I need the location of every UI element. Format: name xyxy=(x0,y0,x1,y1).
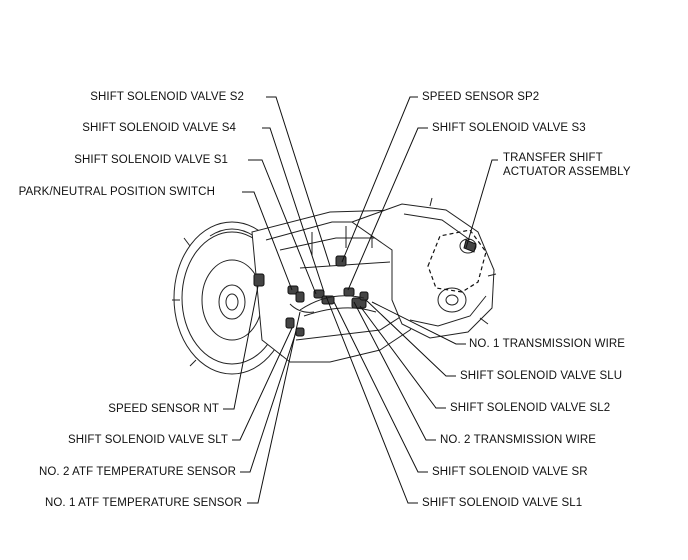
valve-body-components xyxy=(253,255,377,337)
label-speed-sensor-nt: SPEED SENSOR NT xyxy=(108,403,219,415)
leader-nt xyxy=(223,285,259,410)
transfer-case xyxy=(350,197,497,339)
label-shift-solenoid-valve-sl1: SHIFT SOLENOID VALVE SL1 xyxy=(422,497,583,509)
leader-transfer xyxy=(465,159,498,249)
leader-sl2 xyxy=(359,305,446,409)
leader-s1 xyxy=(248,159,317,295)
leader-atf2 xyxy=(240,331,297,473)
label-shift-solenoid-valve-sr: SHIFT SOLENOID VALVE SR xyxy=(432,466,588,478)
leader-wire1 xyxy=(371,301,466,345)
leader-s3 xyxy=(347,127,428,291)
label-shift-solenoid-valve-s4: SHIFT SOLENOID VALVE S4 xyxy=(82,122,236,134)
leader-wire2 xyxy=(353,301,436,441)
label-no2-atf-temperature-sensor: NO. 2 ATF TEMPERATURE SENSOR xyxy=(38,466,236,478)
leader-s4 xyxy=(262,127,325,293)
label-no2-transmission-wire: NO. 2 TRANSMISSION WIRE xyxy=(440,434,597,446)
label-shift-solenoid-valve-s2: SHIFT SOLENOID VALVE S2 xyxy=(90,91,244,103)
label-shift-solenoid-valve-s3: SHIFT SOLENOID VALVE S3 xyxy=(432,122,586,134)
label-speed-sensor-sp2: SPEED SENSOR SP2 xyxy=(422,91,540,103)
label-no1-transmission-wire: NO. 1 TRANSMISSION WIRE xyxy=(469,338,626,350)
label-transfer-shift-line2: ACTUATOR ASSEMBLY xyxy=(503,166,631,178)
label-no1-atf-temperature-sensor: NO. 1 ATF TEMPERATURE SENSOR xyxy=(44,497,242,509)
leader-slu xyxy=(365,299,456,377)
label-shift-solenoid-valve-slu: SHIFT SOLENOID VALVE SLU xyxy=(460,370,623,382)
label-park-neutral-position-switch: PARK/NEUTRAL POSITION SWITCH xyxy=(18,186,215,198)
label-shift-solenoid-valve-s1: SHIFT SOLENOID VALVE S1 xyxy=(74,154,228,166)
leader-atf1 xyxy=(247,311,301,504)
leader-sp2 xyxy=(341,96,418,263)
leader-sl1 xyxy=(325,295,418,504)
label-shift-solenoid-valve-sl2: SHIFT SOLENOID VALVE SL2 xyxy=(450,402,611,414)
leader-slt xyxy=(232,327,293,441)
label-shift-solenoid-valve-slt: SHIFT SOLENOID VALVE SLT xyxy=(67,434,228,446)
label-transfer-shift-line1: TRANSFER SHIFT xyxy=(503,152,603,164)
leader-sr xyxy=(333,301,428,473)
leader-s2 xyxy=(266,96,331,267)
leader-lines xyxy=(223,96,498,504)
leader-pnp xyxy=(242,191,293,291)
